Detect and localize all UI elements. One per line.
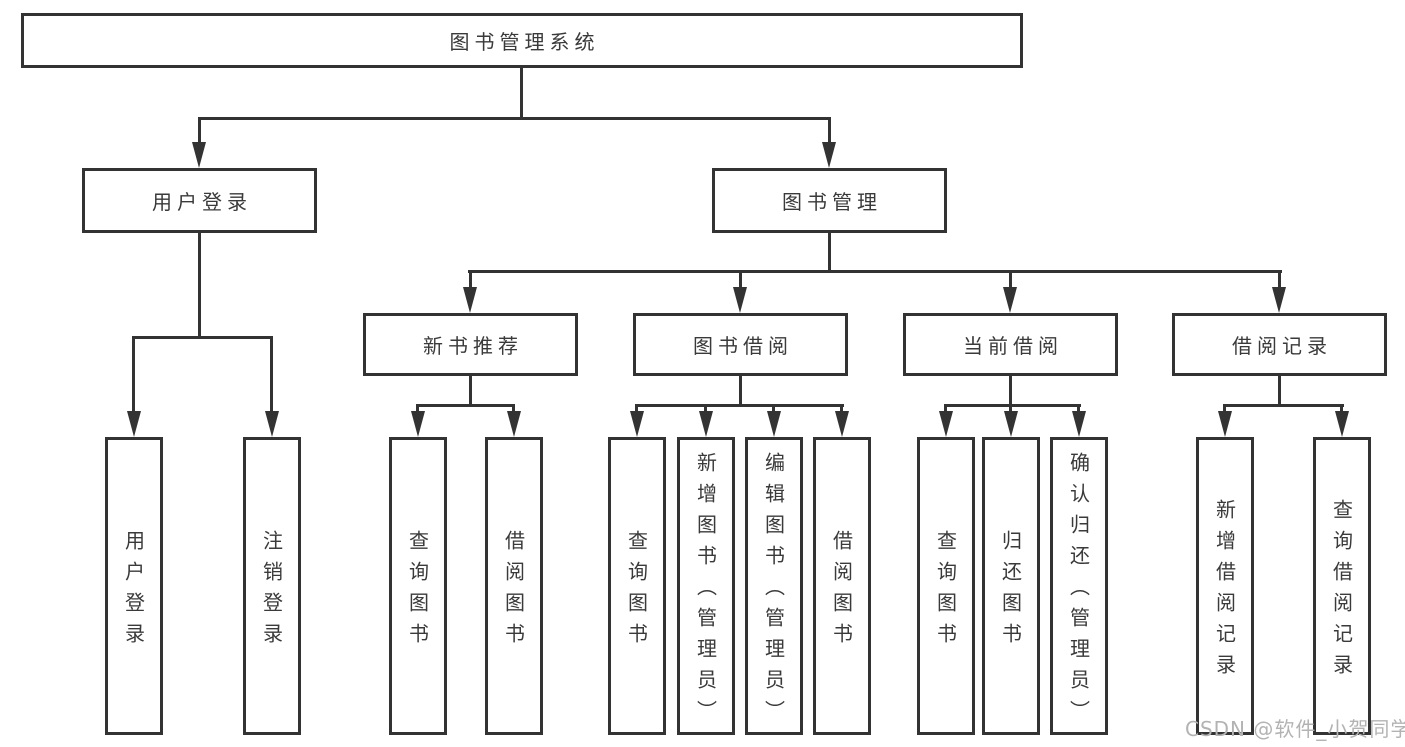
connector-line — [132, 336, 135, 413]
arrow-down-icon — [835, 411, 849, 437]
connector-line — [828, 233, 831, 273]
connector-line — [828, 117, 831, 144]
leaf-query-book-current-label: 查询图书 — [933, 529, 958, 654]
arrow-down-icon — [1272, 287, 1286, 313]
arrow-down-icon — [822, 142, 836, 168]
node-user-login-label: 用户登录 — [152, 190, 252, 214]
node-book-management: 图书管理 — [712, 168, 947, 233]
arrow-down-icon — [1004, 411, 1018, 437]
node-book-borrow: 图书借阅 — [633, 313, 848, 376]
leaf-confirm-return-admin-label: 确认归还（管理员） — [1066, 452, 1091, 731]
connector-line — [469, 376, 472, 407]
leaf-return-book: 归还图书 — [982, 437, 1040, 735]
node-borrow-records-label: 借阅记录 — [1232, 334, 1332, 358]
node-root-label: 图书管理系统 — [449, 30, 600, 54]
leaf-user-login: 用户登录 — [105, 437, 163, 735]
connector-line — [416, 404, 419, 416]
connector-line — [520, 68, 523, 120]
leaf-query-borrow-record-label: 查询借阅记录 — [1329, 498, 1354, 685]
leaf-query-book-current: 查询图书 — [917, 437, 975, 735]
connector-line — [198, 233, 201, 338]
watermark: CSDN @软件_小贺同学 — [1185, 717, 1405, 741]
connector-line — [198, 117, 201, 144]
leaf-add-borrow-record: 新增借阅记录 — [1196, 437, 1254, 735]
connector-line — [840, 404, 843, 416]
connector-line — [468, 270, 1282, 273]
arrow-down-icon — [939, 411, 953, 437]
leaf-query-borrow-record: 查询借阅记录 — [1313, 437, 1371, 735]
arrow-down-icon — [1218, 411, 1232, 437]
node-new-book-recommend-label: 新书推荐 — [423, 334, 523, 358]
leaf-logout-label: 注销登录 — [259, 529, 284, 654]
connector-line — [1009, 376, 1012, 407]
leaf-user-login-label: 用户登录 — [121, 529, 146, 654]
leaf-edit-book-admin-label: 编辑图书（管理员） — [761, 452, 786, 731]
node-user-login: 用户登录 — [82, 168, 317, 233]
connector-line — [469, 270, 472, 290]
connector-line — [944, 404, 1081, 407]
arrow-down-icon — [192, 142, 206, 168]
node-new-book-recommend: 新书推荐 — [363, 313, 578, 376]
arrow-down-icon — [1003, 287, 1017, 313]
leaf-confirm-return-admin: 确认归还（管理员） — [1050, 437, 1108, 735]
arrow-down-icon — [507, 411, 521, 437]
arrow-down-icon — [699, 411, 713, 437]
connector-line — [1278, 270, 1281, 290]
leaf-borrow-book-label: 借阅图书 — [829, 529, 854, 654]
leaf-query-book-recommend-label: 查询图书 — [405, 529, 430, 654]
node-book-borrow-label: 图书借阅 — [693, 334, 793, 358]
connector-line — [1278, 376, 1281, 407]
connector-line — [512, 404, 515, 416]
leaf-borrow-book: 借阅图书 — [813, 437, 871, 735]
leaf-edit-book-admin: 编辑图书（管理员） — [745, 437, 803, 735]
connector-line — [1077, 404, 1080, 416]
connector-line — [772, 404, 775, 416]
arrow-down-icon — [1335, 411, 1349, 437]
leaf-borrow-book-recommend: 借阅图书 — [485, 437, 543, 735]
leaf-return-book-label: 归还图书 — [998, 529, 1023, 654]
leaf-query-book-borrow-label: 查询图书 — [624, 529, 649, 654]
arrow-down-icon — [630, 411, 644, 437]
connector-line — [739, 270, 742, 290]
arrow-down-icon — [265, 411, 279, 437]
connector-line — [270, 336, 273, 413]
connector-line — [944, 404, 947, 416]
arrow-down-icon — [127, 411, 141, 437]
connector-line — [739, 376, 742, 407]
connector-line — [704, 404, 707, 416]
connector-line — [132, 336, 273, 339]
connector-line — [635, 404, 638, 416]
arrow-down-icon — [411, 411, 425, 437]
leaf-add-book-admin-label: 新增图书（管理员） — [693, 452, 718, 731]
connector-line — [1340, 404, 1343, 416]
connector-line — [1009, 270, 1012, 290]
connector-line — [198, 117, 831, 120]
node-book-management-label: 图书管理 — [782, 190, 882, 214]
connector-line — [1223, 404, 1344, 407]
connector-line — [416, 404, 515, 407]
leaf-add-borrow-record-label: 新增借阅记录 — [1212, 498, 1237, 685]
connector-line — [1009, 404, 1012, 416]
arrow-down-icon — [463, 287, 477, 313]
node-borrow-records: 借阅记录 — [1172, 313, 1387, 376]
leaf-add-book-admin: 新增图书（管理员） — [677, 437, 735, 735]
connector-line — [1223, 404, 1226, 416]
node-current-borrow-label: 当前借阅 — [963, 334, 1063, 358]
arrow-down-icon — [1072, 411, 1086, 437]
arrow-down-icon — [733, 287, 747, 313]
arrow-down-icon — [767, 411, 781, 437]
leaf-query-book-borrow: 查询图书 — [608, 437, 666, 735]
connector-line — [635, 404, 844, 407]
leaf-borrow-book-recommend-label: 借阅图书 — [501, 529, 526, 654]
node-current-borrow: 当前借阅 — [903, 313, 1118, 376]
leaf-query-book-recommend: 查询图书 — [389, 437, 447, 735]
node-root: 图书管理系统 — [21, 13, 1023, 68]
leaf-logout: 注销登录 — [243, 437, 301, 735]
